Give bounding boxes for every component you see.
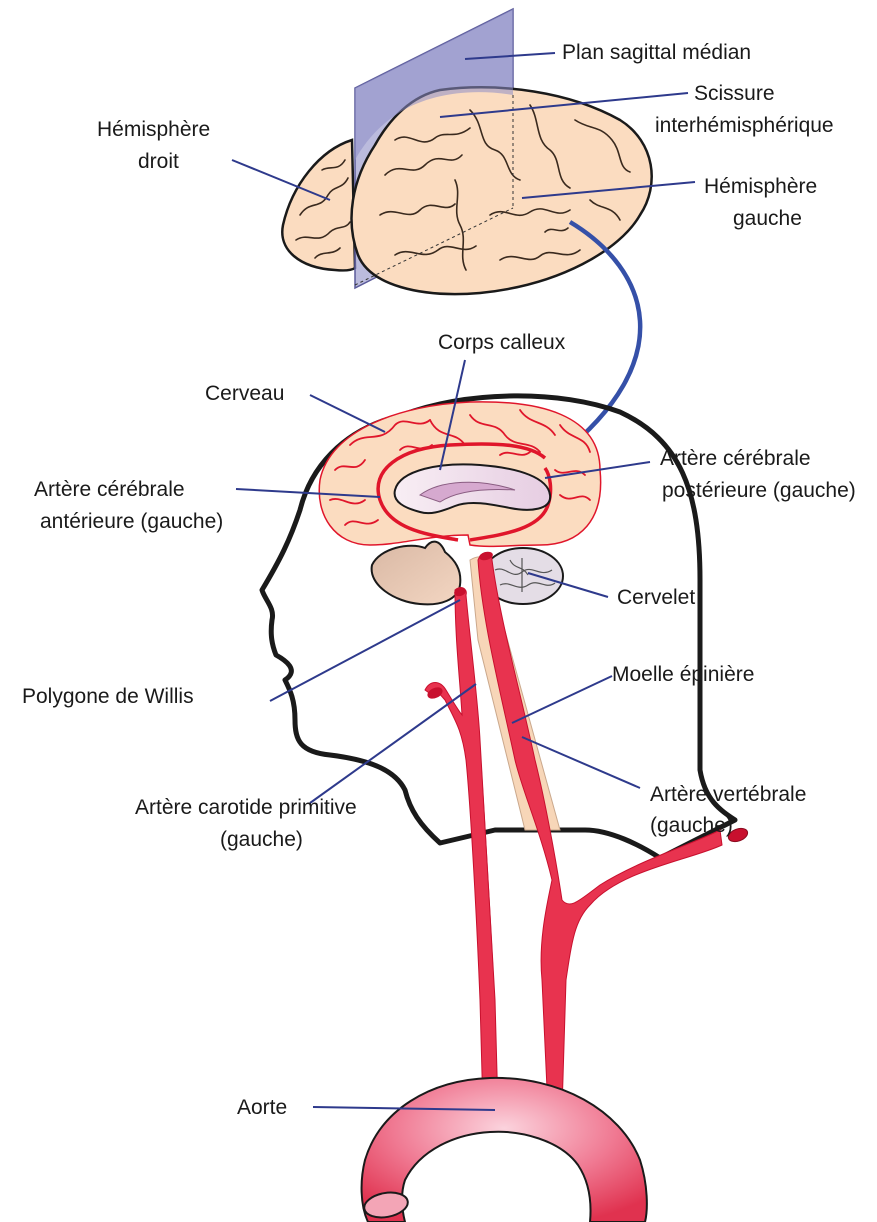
label-corps-calleux: Corps calleux [438, 331, 566, 354]
label-moelle: Moelle épinière [612, 663, 754, 686]
label-hemi-droit-line2: droit [138, 150, 179, 173]
label-hemi-gauche-line1: Hémisphère [704, 175, 817, 198]
label-cervelet: Cervelet [617, 586, 695, 609]
label-vertebrale-line1: Artère vertébrale [650, 783, 806, 806]
aorte-illustration [362, 1078, 647, 1222]
leader-carotide [310, 684, 476, 803]
label-aca-line2: antérieure (gauche) [40, 510, 223, 533]
label-hemi-droit-line1: Hémisphère [97, 118, 210, 141]
label-vertebrale-line2: (gauche) [650, 814, 733, 837]
label-plan-sagittal: Plan sagittal médian [562, 41, 751, 64]
label-scissure-line2: interhémisphérique [655, 114, 834, 137]
leader-cerveau [310, 395, 385, 432]
tronc-cerebral-region [372, 542, 461, 605]
label-scissure-line1: Scissure [694, 82, 775, 105]
label-aorte: Aorte [237, 1096, 287, 1119]
leader-moelle [512, 676, 612, 723]
label-polygone: Polygone de Willis [22, 685, 194, 708]
label-carotide-line2: (gauche) [220, 828, 303, 851]
label-aca-line1: Artère cérébrale [34, 478, 185, 501]
label-acp-line2: postérieure (gauche) [662, 479, 856, 502]
label-hemi-gauche-line2: gauche [733, 207, 802, 230]
label-acp-line1: Artère cérébrale [660, 447, 811, 470]
right-hemisphere [282, 140, 355, 270]
label-carotide-line1: Artère carotide primitive [135, 796, 357, 819]
label-cerveau: Cerveau [205, 382, 284, 405]
